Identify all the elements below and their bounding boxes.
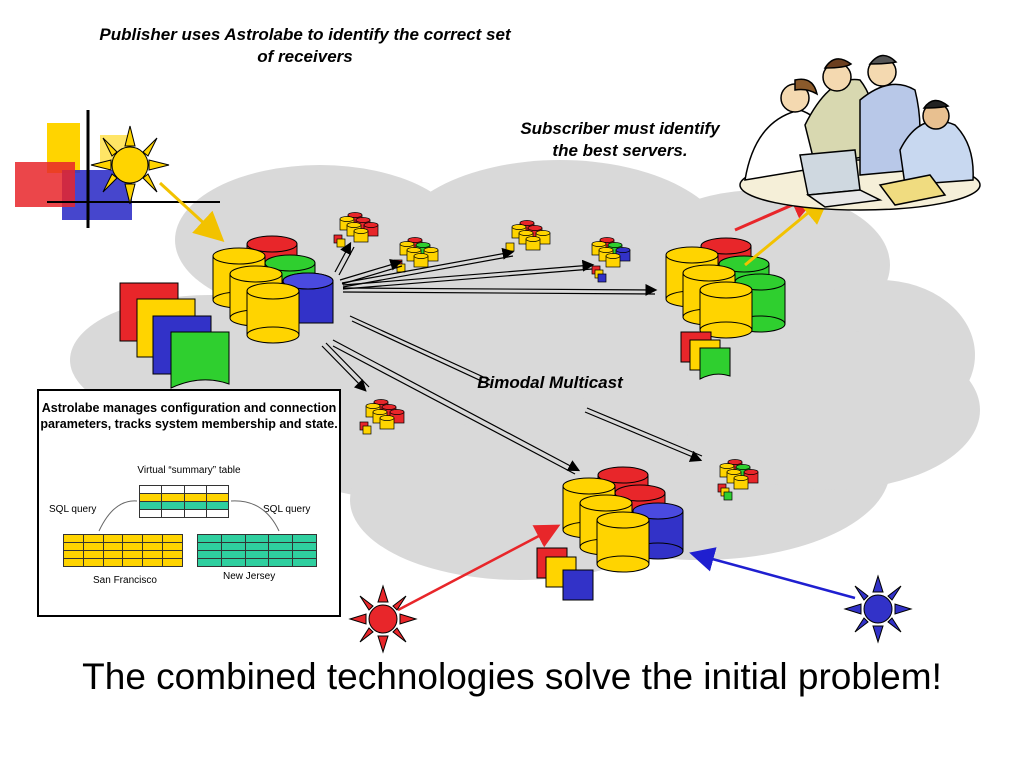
astrolabe-panel: Astrolabe manages configuration and conn… <box>37 389 341 617</box>
publisher-arrow <box>158 181 225 243</box>
san-francisco-table <box>63 534 183 567</box>
publisher-documents <box>119 282 230 389</box>
blue-star-arrow <box>689 547 856 600</box>
sql-query-right: SQL query <box>263 504 311 515</box>
new-jersey-table <box>197 534 317 567</box>
subscriber-note: Subscriber must identify the best server… <box>520 119 720 160</box>
red-star-arrow <box>397 524 561 612</box>
small-server-cluster <box>359 399 405 435</box>
multicast-arrows <box>321 241 703 475</box>
blue-star-icon <box>843 574 913 644</box>
small-server-cluster <box>717 459 759 501</box>
publisher-note: Publisher uses Astrolabe to identify the… <box>99 25 511 66</box>
panel-description: Astrolabe manages configuration and conn… <box>40 401 338 431</box>
small-server-cluster <box>333 212 379 248</box>
new-jersey-label: New Jersey <box>223 571 276 582</box>
receiver-cluster-east <box>665 237 786 380</box>
subscriber-arrow-yellow <box>744 194 831 267</box>
bimodal-multicast-label: Bimodal Multicast <box>477 373 623 392</box>
receiver-cluster-south <box>536 466 684 601</box>
san-francisco-label: San Francisco <box>93 575 157 586</box>
small-server-cluster <box>591 237 631 283</box>
summary-table <box>138 485 230 518</box>
sql-query-connectors <box>98 500 280 532</box>
red-star-icon <box>348 584 418 654</box>
sql-query-left: SQL query <box>49 504 97 515</box>
team-at-laptop-clipart <box>739 54 981 211</box>
summary-table-label: Virtual “summary” table <box>137 465 241 476</box>
slide-footer: The combined technologies solve the init… <box>82 656 942 697</box>
publisher-server-cluster <box>212 235 334 344</box>
sun-icon <box>90 125 170 205</box>
small-server-cluster <box>393 237 439 273</box>
